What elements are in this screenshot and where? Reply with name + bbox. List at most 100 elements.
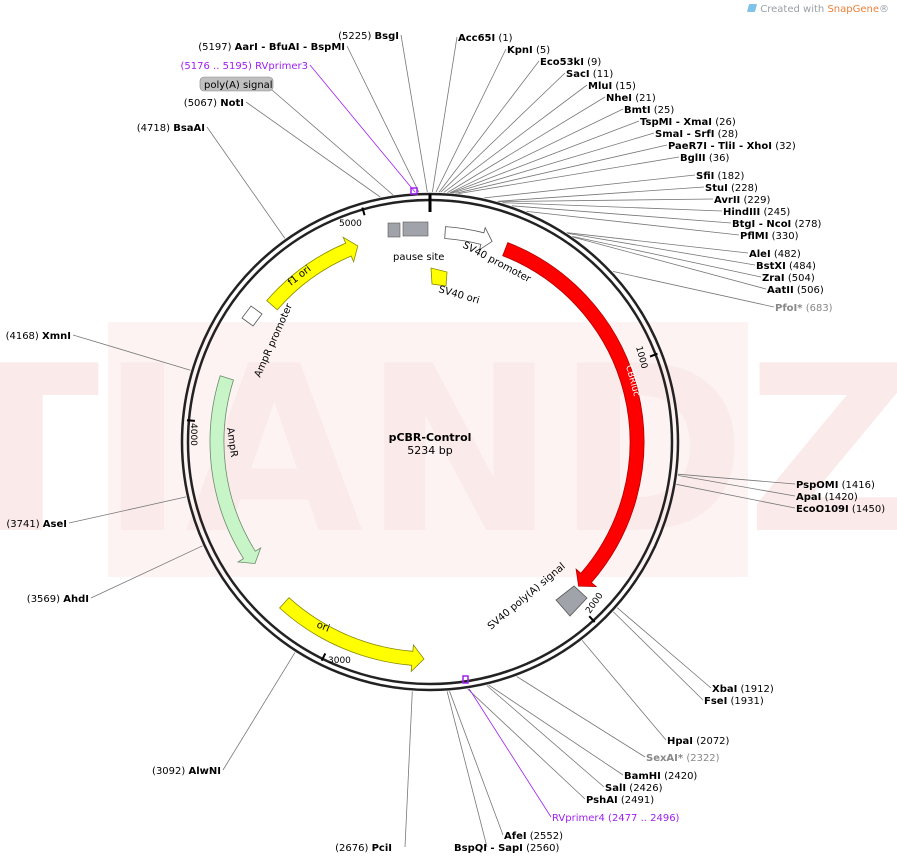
- site-ecoo109i[interactable]: EcoO109I (1450): [796, 504, 885, 515]
- ori-label: ori: [315, 620, 331, 635]
- leader-line: [484, 174, 696, 199]
- plasmid-size: 5234 bp: [407, 444, 452, 457]
- site-afei[interactable]: AfeI (2552): [504, 831, 563, 842]
- ampr-label: AmpR: [224, 427, 239, 458]
- site-hindiii[interactable]: HindIII (245): [723, 207, 790, 218]
- leader-line: [432, 36, 458, 193]
- site-aatii[interactable]: AatII (506): [767, 285, 824, 296]
- site-bstxi[interactable]: BstXI (484): [756, 261, 816, 272]
- site-pflmi[interactable]: PflMI (330): [740, 231, 799, 242]
- leader-line: [677, 475, 796, 497]
- leader-line: [271, 89, 394, 196]
- sv40-ori-feature[interactable]: [430, 267, 448, 287]
- pause-site-feature-b[interactable]: [402, 221, 429, 237]
- site-aari-bfuai-bspmi[interactable]: (5197) AarI - BfuAI - BspMI: [198, 42, 345, 53]
- site-avrii[interactable]: AvrII (229): [714, 195, 770, 206]
- site-bmti[interactable]: BmtI (25): [624, 105, 674, 116]
- site-asei[interactable]: (3741) AseI: [6, 519, 67, 530]
- leader-line: [90, 545, 203, 599]
- site-sexai[interactable]: SexAI* (2322): [646, 753, 720, 764]
- site-apai[interactable]: ApaI (1420): [796, 492, 858, 503]
- pause-site-feature-a[interactable]: [387, 222, 401, 238]
- leader-line: [616, 607, 712, 689]
- leader-line: [404, 691, 413, 848]
- leader-line: [452, 132, 655, 194]
- site-smai-srfi[interactable]: SmaI - SrfI (28): [655, 129, 738, 140]
- site-tspmi-xmai[interactable]: TspMI - XmaI (26): [640, 117, 736, 128]
- leader-line: [450, 120, 640, 194]
- leader-line: [511, 205, 732, 224]
- site-eco53ki[interactable]: Eco53kI (9): [540, 57, 601, 68]
- leader-line: [455, 144, 668, 194]
- credit-prefix: Created with: [760, 4, 825, 15]
- site-paer7i-tlii-xhoi[interactable]: PaeR7I - TliI - XhoI (32): [668, 141, 796, 152]
- site-pspomi[interactable]: PspOMI (1416): [796, 480, 875, 491]
- site-zrai[interactable]: ZraI (504): [762, 273, 815, 284]
- site-acc65i[interactable]: Acc65I (1): [458, 33, 513, 44]
- site-bsgi[interactable]: (5225) BsgI: [338, 31, 399, 42]
- tick-2000: [588, 615, 596, 623]
- site-saci[interactable]: SacI (11): [566, 69, 613, 80]
- site-xbai[interactable]: XbaI (1912): [712, 684, 774, 695]
- leader-line: [245, 101, 381, 198]
- tick-4000: [186, 419, 196, 422]
- site-pcii[interactable]: (2676) PciI: [335, 843, 392, 854]
- site-kpni[interactable]: KpnI (5): [507, 45, 550, 56]
- tick-label-3000: 3000: [328, 656, 351, 666]
- leader-line: [72, 334, 191, 371]
- site-alwni[interactable]: (3092) AlwNI: [152, 766, 221, 777]
- leader-line: [566, 232, 749, 254]
- site-rvprimer4[interactable]: RVprimer4 (2477 .. 2496): [552, 813, 680, 824]
- credit-brand: SnapGene: [827, 4, 879, 15]
- ampr-feature[interactable]: [209, 375, 262, 564]
- watermark-text: TIANDZ: [0, 318, 897, 585]
- leader-lines: [68, 34, 796, 848]
- site-btgi-ncoi[interactable]: BtgI - NcoI (278): [732, 219, 821, 230]
- site-noti[interactable]: (5067) NotI: [184, 98, 244, 109]
- site-bspqi-sapi[interactable]: BspQI - SapI (2560): [454, 843, 559, 854]
- site-nhei[interactable]: NheI (21): [606, 93, 656, 104]
- leader-line: [613, 611, 704, 701]
- polya-signal-badge[interactable]: [199, 76, 274, 92]
- tick-label-4000: 4000: [188, 423, 198, 446]
- ori-feature[interactable]: [279, 597, 425, 673]
- tick-1000: [649, 352, 658, 358]
- sv40-polya-feature[interactable]: [555, 585, 588, 617]
- leader-line: [497, 186, 705, 202]
- site-rvprimer3[interactable]: (5176 .. 5195) RVprimer3: [181, 61, 308, 72]
- pause-site-label: pause site: [393, 252, 444, 263]
- restriction-site-labels: Acc65I (1) KpnI (5) Eco53kI (9) SacI (11…: [6, 31, 886, 854]
- site-mlui[interactable]: MluI (15): [588, 81, 636, 92]
- leader-line: [68, 496, 187, 524]
- sv40-promoter-feature[interactable]: [444, 226, 493, 251]
- leader-line: [449, 108, 624, 194]
- site-alei[interactable]: AleI (482): [749, 249, 801, 260]
- site-sali[interactable]: SalI (2426): [605, 783, 663, 794]
- site-pfoi[interactable]: PfoI* (683): [775, 303, 833, 314]
- leader-line: [446, 691, 488, 848]
- leader-line: [581, 640, 667, 741]
- snapgene-credit: Created with SnapGene®: [747, 4, 889, 15]
- site-hpai[interactable]: HpaI (2072): [667, 736, 730, 747]
- leader-line: [438, 60, 540, 193]
- leader-line: [400, 34, 428, 193]
- site-stui[interactable]: StuI (228): [705, 183, 758, 194]
- site-sfii[interactable]: SfiI (182): [696, 171, 745, 182]
- site-fsei[interactable]: FseI (1931): [704, 696, 764, 707]
- leader-line: [443, 84, 588, 193]
- leader-line: [309, 64, 416, 193]
- leader-line: [498, 198, 714, 202]
- f1-ori-feature[interactable]: [266, 236, 359, 311]
- leader-line: [222, 652, 296, 771]
- ampr-promoter-feature[interactable]: [241, 305, 263, 327]
- cbrluc-feature[interactable]: [502, 242, 645, 588]
- site-pshai[interactable]: PshAI (2491): [586, 795, 654, 806]
- leader-line: [435, 48, 507, 193]
- site-bamhi[interactable]: BamHI (2420): [624, 771, 697, 782]
- site-xmni[interactable]: (4168) XmnI: [6, 331, 71, 342]
- leader-line: [447, 96, 606, 193]
- tick-3000: [320, 653, 327, 662]
- site-bsaai[interactable]: (4718) BsaAI: [137, 123, 205, 134]
- site-bglii[interactable]: BglII (36): [680, 153, 729, 164]
- site-ahdi[interactable]: (3569) AhdI: [27, 594, 89, 605]
